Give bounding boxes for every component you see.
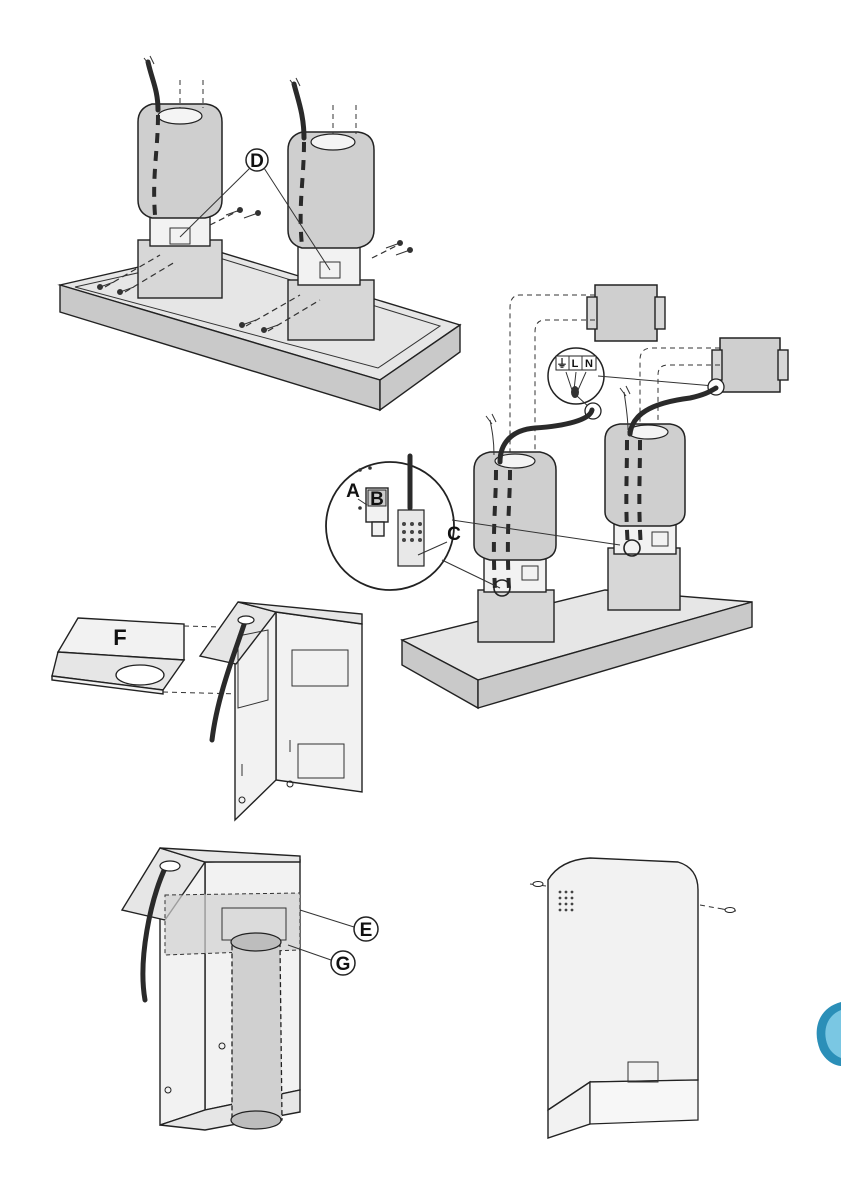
label-f: F <box>113 625 126 650</box>
label-g: G <box>336 954 351 975</box>
label-b: B <box>370 489 384 510</box>
terminal-connector <box>398 510 424 566</box>
panel-motor-mounting: D <box>60 56 460 410</box>
control-box-2 <box>720 338 780 392</box>
panel-cover-plate-f: F <box>52 602 362 820</box>
page-edge-tab <box>817 1002 841 1066</box>
terminal-neutral-label: N <box>585 358 593 370</box>
terminal-live-label: L <box>572 358 579 370</box>
label-d: D <box>250 151 264 172</box>
control-box-1 <box>595 285 657 341</box>
label-c: C <box>447 524 461 545</box>
panel-ducting-e-g: E G <box>122 848 378 1130</box>
wiring-right-motor-base <box>608 548 680 610</box>
left-motor-base <box>138 240 222 298</box>
label-e: E <box>360 920 373 941</box>
wiring-left-motor-base <box>478 590 554 642</box>
flexible-duct-g <box>232 938 282 1128</box>
outer-cover <box>548 858 698 1110</box>
panel-outer-cover <box>530 858 736 1138</box>
terminal-earth-label: ⏚ <box>557 357 568 370</box>
right-motor-base <box>288 280 374 340</box>
label-a: A <box>346 481 360 502</box>
